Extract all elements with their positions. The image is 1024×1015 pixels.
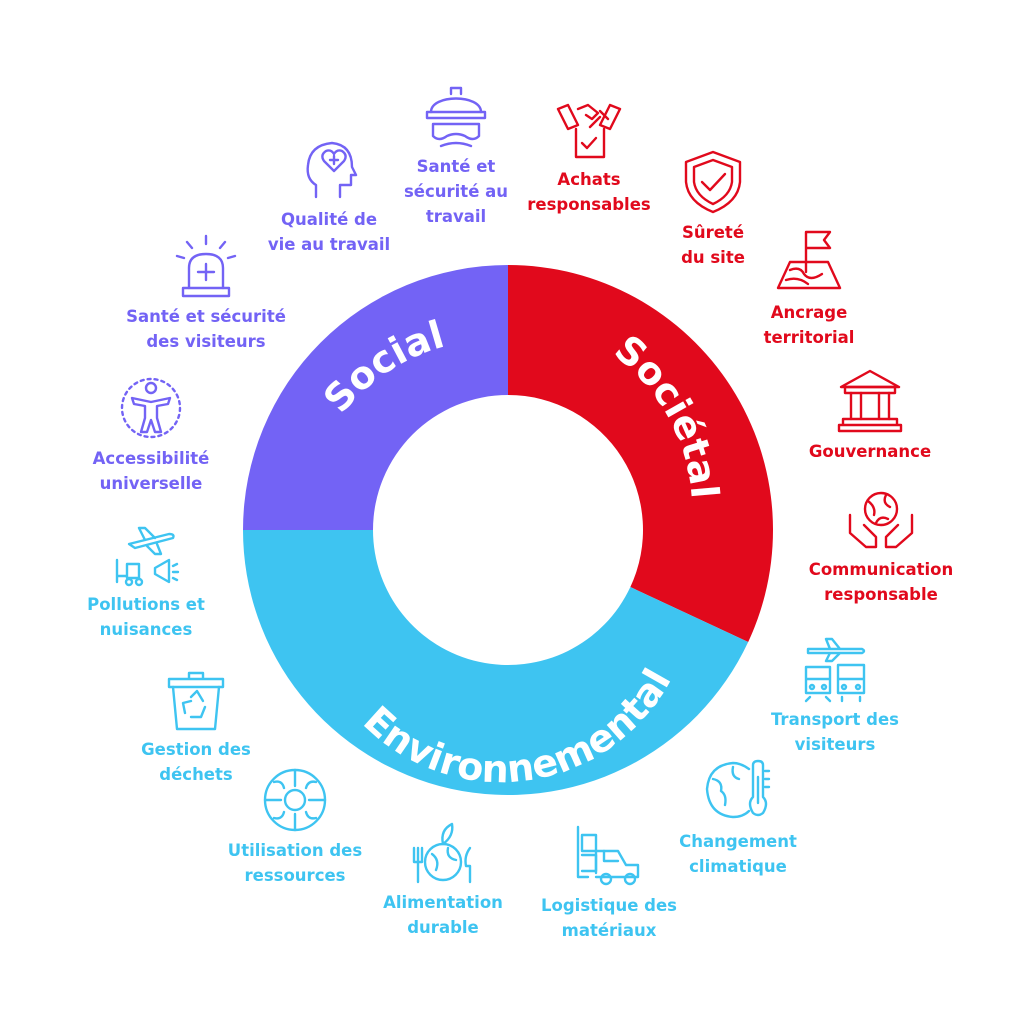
item-ancrage: Ancrage territorial	[729, 228, 889, 350]
institution-building-icon	[837, 369, 903, 433]
accessibility-person-icon	[120, 377, 182, 439]
safety-helmet-goggles-icon	[425, 86, 487, 148]
item-sante-securite-visiteurs: Santé et sécurité des visiteurs	[106, 232, 306, 354]
item-label: Pollutions et nuisances	[87, 595, 205, 639]
resources-circle-icon	[263, 768, 327, 832]
item-logistique: Logistique des matériaux	[524, 821, 694, 943]
item-label: Communication responsable	[808, 560, 954, 604]
item-label: Sûreté du site	[681, 223, 745, 267]
item-label: Ancrage territorial	[763, 303, 855, 347]
globe-fork-knife-icon	[412, 822, 472, 884]
item-label: Alimentation durable	[383, 893, 503, 937]
item-transport: Transport des visiteurs	[755, 635, 915, 757]
item-label: Transport des visiteurs	[770, 710, 900, 754]
item-communication: Communication responsable	[786, 485, 976, 607]
handshake-document-icon	[556, 103, 622, 159]
item-label: Qualité de vie au travail	[267, 210, 391, 254]
ring-segment-environmental	[243, 530, 749, 795]
item-gouvernance: Gouvernance	[790, 367, 950, 464]
globe-thermometer-icon	[705, 759, 771, 819]
item-qualite-vie-travail: Qualité de vie au travail	[249, 135, 409, 257]
map-flag-icon	[776, 230, 842, 290]
airplane-forklift-megaphone-icon	[115, 526, 180, 587]
item-surete: Sûreté du site	[643, 148, 783, 270]
forklift-icon	[576, 825, 640, 886]
item-label: Changement climatique	[679, 832, 797, 876]
item-label: Accessibilité universelle	[92, 449, 210, 493]
head-heart-icon	[306, 141, 358, 199]
item-dechets: Gestion des déchets	[116, 665, 276, 787]
item-ressources: Utilisation des ressources	[205, 766, 385, 888]
emergency-beacon-icon	[175, 234, 237, 298]
item-sante-securite-travail: Santé et sécurité au travail	[376, 82, 536, 229]
item-achats: Achats responsables	[509, 95, 669, 217]
ring-segment-social	[243, 265, 508, 530]
item-label: Gouvernance	[808, 442, 932, 461]
item-label: Santé et sécurité des visiteurs	[126, 307, 286, 351]
recycle-bin-icon	[167, 671, 225, 731]
item-label: Achats responsables	[527, 170, 651, 214]
shield-check-icon	[684, 150, 742, 214]
item-pollutions: Pollutions et nuisances	[66, 520, 226, 642]
item-label: Gestion des déchets	[141, 740, 251, 784]
item-label: Santé et sécurité au travail	[403, 157, 509, 226]
item-changement: Changement climatique	[658, 757, 818, 879]
item-label: Utilisation des ressources	[227, 841, 363, 885]
ring-segment-societal	[508, 265, 773, 642]
hands-globe-icon	[848, 491, 914, 549]
item-accessibilite: Accessibilité universelle	[71, 374, 231, 496]
item-alimentation: Alimentation durable	[363, 818, 523, 940]
item-label: Logistique des matériaux	[541, 896, 677, 940]
plane-train-bus-icon	[804, 637, 866, 703]
